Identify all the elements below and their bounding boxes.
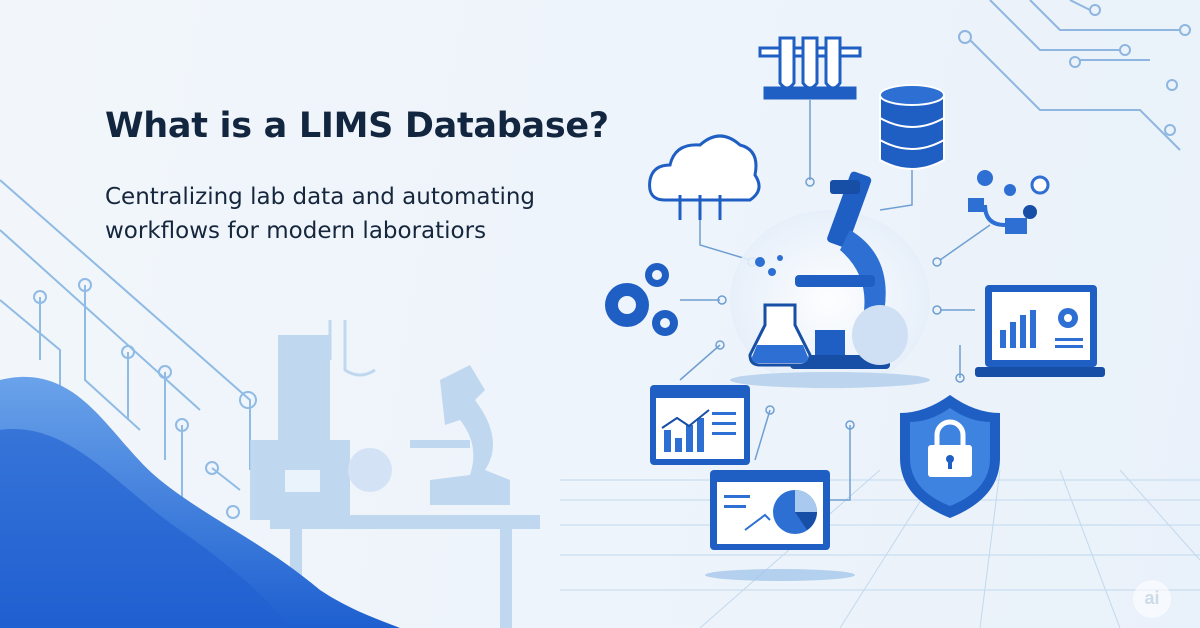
test-tube-rack-icon	[758, 36, 862, 100]
database-icon	[879, 84, 945, 170]
subtitle-line-2: workflows for modern laboratiors	[105, 218, 487, 244]
page-title: What is a LIMS Database?	[105, 106, 609, 146]
lab-equipment-silhouette	[250, 320, 540, 628]
page-subtitle: Centralizing lab data and automating wor…	[105, 180, 585, 248]
bar-chart-window-icon	[650, 385, 750, 465]
flask-icon	[748, 255, 812, 367]
grid-floor	[560, 469, 1200, 628]
circuit-lines-top-right	[958, 0, 1191, 151]
microscope-icon	[790, 171, 908, 369]
cloud-icon	[648, 134, 761, 220]
laptop-dashboard-icon	[975, 285, 1105, 377]
pie-chart-window-icon	[710, 470, 830, 550]
shield-lock-icon	[900, 395, 1000, 518]
subtitle-line-1: Centralizing lab data and automating	[105, 184, 536, 210]
gears-icon	[605, 263, 678, 336]
molecule-settings-icon	[968, 170, 1050, 234]
watermark-logo: ai	[1133, 580, 1171, 618]
